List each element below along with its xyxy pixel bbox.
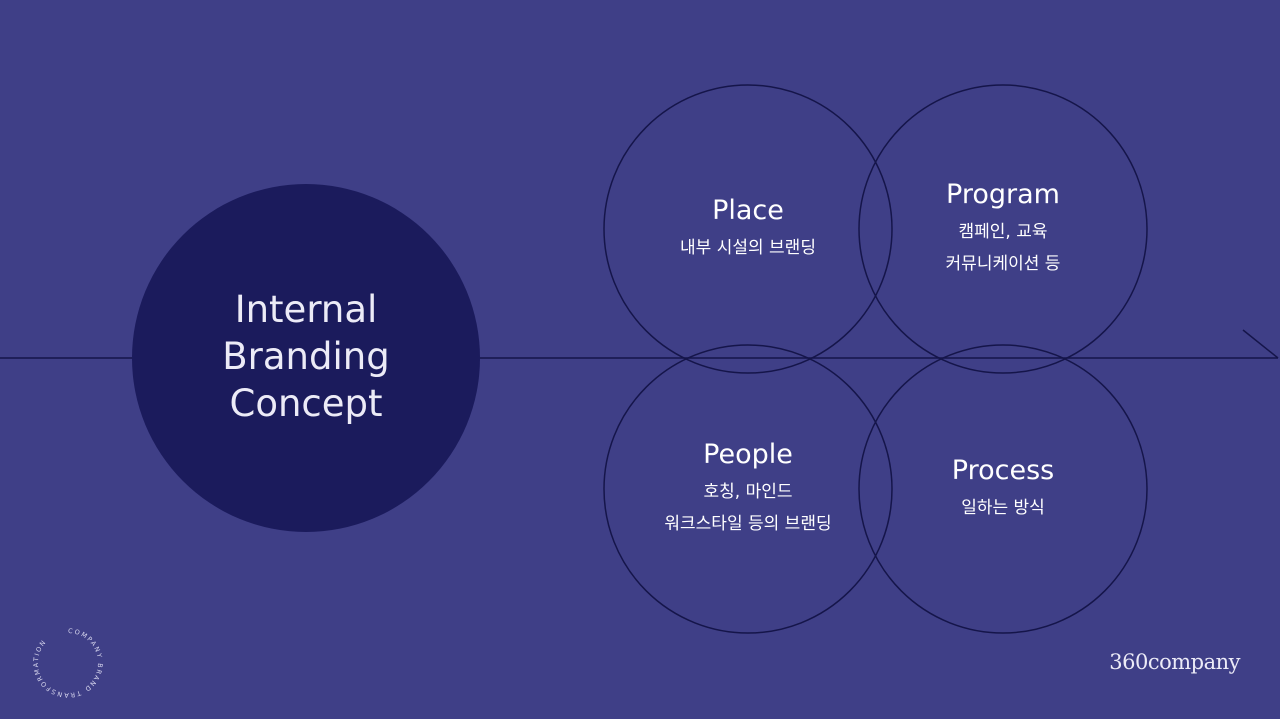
center-circle	[132, 184, 480, 532]
quadrant-description: 내부 시설의 브랜딩	[680, 238, 816, 258]
circular-badge: COMPANY BRAND TRANSFORMATION	[32, 627, 104, 699]
main-title-line: Concept	[229, 382, 383, 425]
circle-process	[858, 344, 1148, 634]
quadrant-description: 워크스타일 등의 브랜딩	[664, 514, 832, 534]
main-title-line: Internal	[234, 288, 378, 331]
circle-place	[603, 84, 893, 374]
quadrant-description: 커뮤니케이션 등	[945, 254, 1061, 274]
company-logo: 360company	[1109, 650, 1240, 674]
quadrant-place: Place 내부 시설의 브랜딩	[618, 194, 878, 264]
quadrant-process: Process 일하는 방식	[873, 454, 1133, 524]
circle-program	[858, 84, 1148, 374]
quadrant-title: Program	[946, 179, 1060, 210]
quadrant-title: Place	[712, 195, 784, 226]
quadrant-title: Process	[951, 455, 1055, 486]
axis-arrowhead	[1242, 329, 1279, 359]
main-title-line: Branding	[222, 335, 390, 378]
badge-text: COMPANY BRAND TRANSFORMATION	[32, 627, 103, 699]
quadrant-description: 캠페인, 교육	[958, 222, 1048, 242]
quadrant-program: Program 캠페인, 교육 커뮤니케이션 등	[873, 178, 1133, 280]
quadrant-description: 호칭, 마인드	[703, 482, 793, 502]
main-title: Internal Branding Concept	[166, 286, 446, 427]
circle-people	[603, 344, 893, 634]
quadrant-people: People 호칭, 마인드 워크스타일 등의 브랜딩	[618, 438, 878, 540]
quadrant-description: 일하는 방식	[961, 498, 1045, 518]
quadrant-title: People	[703, 439, 793, 470]
